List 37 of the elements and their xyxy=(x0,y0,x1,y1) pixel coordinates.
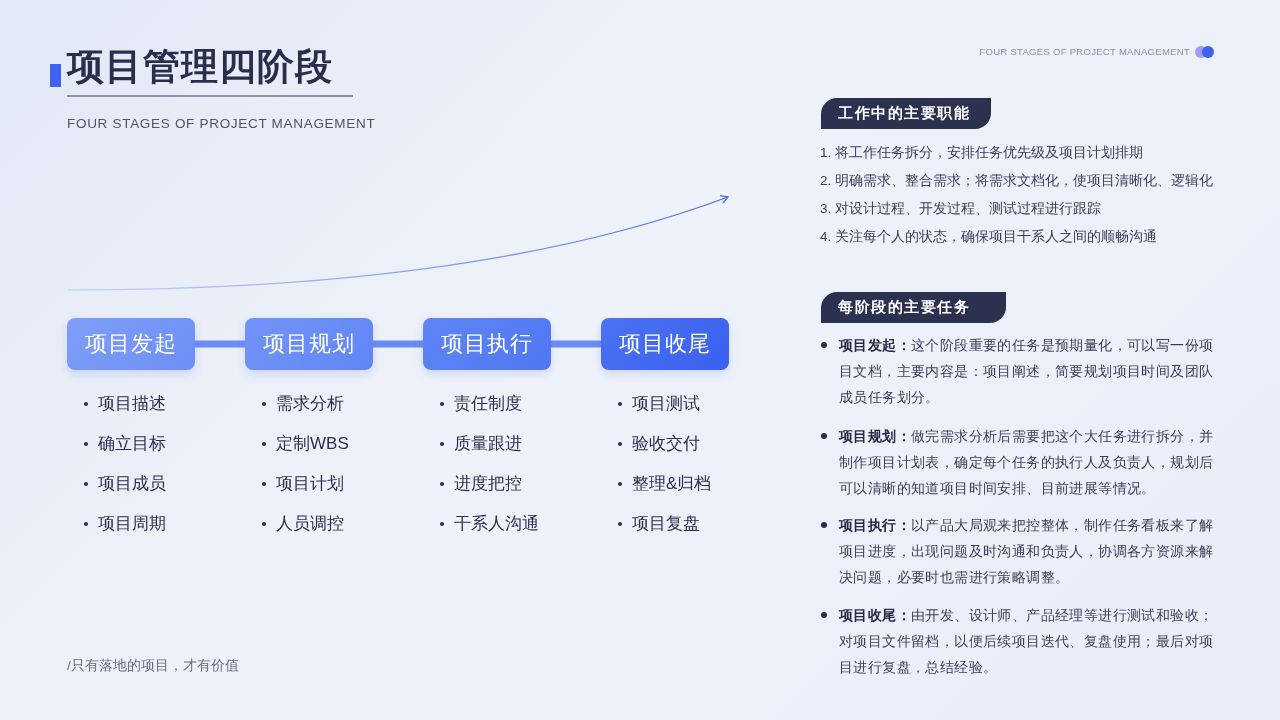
stage-box: 项目执行 xyxy=(423,318,551,370)
stage-task-text: 定制WBS xyxy=(276,433,349,454)
stage-task-text: 整理&归档 xyxy=(632,473,712,494)
footer-note: /只有落地的项目，才有价值 xyxy=(67,657,239,675)
stage-task-text: 项目测试 xyxy=(632,393,700,414)
stage-box: 项目收尾 xyxy=(601,318,729,370)
duty-list-item: 1. 将工作任务拆分，安排任务优先级及项目计划排期 xyxy=(820,144,1143,162)
stage-task-text: 需求分析 xyxy=(276,393,344,414)
stage-task-text: 责任制度 xyxy=(454,393,522,414)
task-description: 项目收尾：由开发、设计师、产品经理等进行测试和验收；对项目文件留档，以便后续项目迭代、复盘使用；最后对项目进行复盘，总结经验。 xyxy=(839,606,1215,677)
stage-task-text: 质量跟进 xyxy=(454,433,522,454)
header-tagline: FOUR STAGES OF PROJECT MANAGEMENT xyxy=(979,46,1190,58)
stage-task-text: 人员调控 xyxy=(276,513,344,534)
stage-box: 项目规划 xyxy=(245,318,373,370)
stage-task-text: 确立目标 xyxy=(98,433,166,454)
page-title: 项目管理四阶段 xyxy=(67,45,333,89)
connector-bar xyxy=(373,340,423,348)
duty-list-item: 2. 明确需求、整合需求；将需求文档化，使项目清晰化、逻辑化 xyxy=(820,172,1213,190)
stage-task-text: 进度把控 xyxy=(454,473,522,494)
stage-task-text: 干系人沟通 xyxy=(454,513,539,534)
task-description: 项目规划：做完需求分析后需要把这个大任务进行拆分，并制作项目计划表，确定每个任务的执行人及负责人，规划后可以清晰的知道项目时间安排、目前进展等情况。 xyxy=(839,427,1215,498)
task-description: 项目发起：这个阶段重要的任务是预期量化，可以写一份项目文档，主要内容是：项目阐述，简要规划项目时间及团队成员任务划分。 xyxy=(839,336,1215,407)
stage-task-text: 项目成员 xyxy=(98,473,166,494)
duty-list-item: 4. 关注每个人的状态，确保项目干系人之间的顺畅沟通 xyxy=(820,228,1157,246)
stage-task-text: 验收交付 xyxy=(632,433,700,454)
stage-task-text: 项目计划 xyxy=(276,473,344,494)
section-heading-tab: 每阶段的主要任务 xyxy=(821,292,1006,323)
task-description: 项目执行：以产品大局观来把控整体，制作任务看板来了解项目进度，出现问题及时沟通和负责人，协调各方资源来解决问题，必要时也需进行策略调整。 xyxy=(839,516,1215,587)
connector-bar xyxy=(195,340,245,348)
connector-bar xyxy=(551,340,601,348)
stage-task-text: 项目周期 xyxy=(98,513,166,534)
stage-task-text: 项目复盘 xyxy=(632,513,700,534)
stage-box: 项目发起 xyxy=(67,318,195,370)
section-heading-tab: 工作中的主要职能 xyxy=(821,98,991,129)
duty-list-item: 3. 对设计过程、开发过程、测试过程进行跟踪 xyxy=(820,200,1101,218)
subtitle: FOUR STAGES OF PROJECT MANAGEMENT xyxy=(67,115,376,133)
stage-task-text: 项目描述 xyxy=(98,393,166,414)
